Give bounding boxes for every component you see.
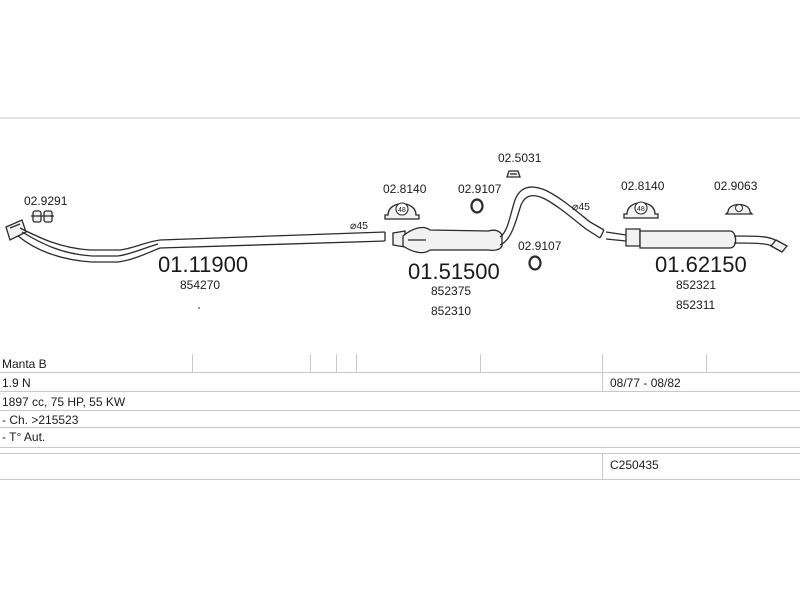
front-downpipe-mid bbox=[21, 231, 159, 257]
rear-body bbox=[639, 230, 737, 249]
rear-tail-tip bbox=[769, 239, 789, 253]
rear-clamp-label: 02.9063 bbox=[714, 179, 758, 193]
diameter-label-right: ⌀45 bbox=[572, 201, 590, 213]
row-spacer bbox=[0, 448, 800, 454]
middle-outlet-end bbox=[599, 229, 605, 239]
middle-clamp-b[interactable] bbox=[528, 255, 542, 271]
front-pipe-sub-number: 854270 bbox=[180, 278, 220, 292]
middle-body bbox=[402, 226, 503, 254]
rear-part-number: 01.62150 bbox=[655, 252, 747, 277]
row-model: Manta B bbox=[0, 354, 800, 373]
rear-sub-number-1: 852321 bbox=[676, 278, 716, 292]
row-separator bbox=[480, 354, 481, 372]
rear-hanger-circle bbox=[634, 201, 648, 215]
middle-clamp-b-ring bbox=[528, 255, 542, 271]
middle-clamp-a[interactable] bbox=[470, 198, 484, 214]
middle-sub-number-1: 852375 bbox=[431, 284, 471, 298]
middle-part-number: 01.51500 bbox=[408, 259, 500, 284]
row-separator bbox=[602, 354, 603, 372]
row-engine: 1.9 N 08/77 - 08/82 bbox=[0, 373, 800, 392]
rear-hanger-label: 02.8140 bbox=[621, 179, 665, 193]
middle-outlet-pipe-2 bbox=[499, 194, 601, 246]
row-chassis: - Ch. >215523 bbox=[0, 411, 800, 428]
middle-hanger-label: 02.8140 bbox=[383, 182, 427, 196]
middle-clamp-b-label: 02.9107 bbox=[518, 239, 562, 253]
row-separator bbox=[336, 354, 337, 372]
middle-hanger-top[interactable] bbox=[506, 170, 521, 178]
exhaust-diagram: 02.9291 01.11900 854270 ⌀45 01.51500 852… bbox=[0, 117, 800, 318]
middle-hanger-code: 48 bbox=[398, 207, 406, 214]
rear-silencer[interactable] bbox=[605, 228, 789, 253]
row-catalog: C250435 bbox=[0, 454, 800, 480]
model-value: Manta B bbox=[2, 357, 47, 371]
rear-inlet bbox=[605, 231, 627, 242]
rear-sub-number-2: 852311 bbox=[676, 298, 715, 312]
years-value: 08/77 - 08/82 bbox=[610, 376, 681, 390]
row-transmission: - T° Aut. bbox=[0, 428, 800, 448]
engine-value: 1.9 N bbox=[2, 376, 31, 390]
middle-silencer[interactable] bbox=[392, 186, 605, 254]
diameter-label-left: ⌀45 bbox=[350, 220, 368, 232]
row-separator bbox=[310, 354, 311, 372]
chassis-value: - Ch. >215523 bbox=[2, 413, 79, 427]
vehicle-info-table: Manta B 1.9 N 08/77 - 08/82 1897 cc, 75 … bbox=[0, 354, 800, 480]
row-separator bbox=[356, 354, 357, 372]
rear-hanger[interactable]: 48 bbox=[623, 201, 659, 219]
specs-value: 1897 cc, 75 HP, 55 KW bbox=[2, 395, 126, 409]
middle-sub-number-2: 852310 bbox=[431, 304, 471, 318]
front-clamp[interactable] bbox=[31, 210, 54, 223]
front-downpipe-lower bbox=[17, 235, 386, 263]
middle-outlet-pipe bbox=[499, 186, 605, 238]
front-downpipe-upper bbox=[19, 227, 386, 251]
row-separator bbox=[192, 354, 193, 372]
middle-hanger-circle bbox=[395, 202, 409, 216]
row-separator bbox=[706, 354, 707, 372]
row-specs: 1897 cc, 75 HP, 55 KW bbox=[0, 392, 800, 411]
middle-clamp-a-ring bbox=[470, 198, 484, 214]
rear-inlet-clamp bbox=[625, 228, 641, 247]
rear-hanger-code: 48 bbox=[637, 206, 645, 213]
middle-clamp-a-label: 02.9107 bbox=[458, 182, 502, 196]
front-pipe[interactable] bbox=[5, 219, 386, 263]
row-separator bbox=[602, 373, 603, 391]
middle-hanger-top-label: 02.5031 bbox=[498, 151, 542, 165]
front-clamp-label: 02.9291 bbox=[24, 194, 68, 208]
front-flange-inner bbox=[9, 223, 21, 229]
row-separator bbox=[602, 454, 603, 479]
middle-hanger[interactable]: 48 bbox=[384, 202, 420, 220]
front-pipe-part-number: 01.11900 bbox=[158, 252, 248, 277]
rear-clamp[interactable] bbox=[724, 203, 754, 215]
front-flange bbox=[5, 219, 27, 241]
rear-clamp-circle bbox=[735, 204, 743, 212]
stray-dot bbox=[198, 307, 200, 309]
transmission-value: - T° Aut. bbox=[2, 430, 46, 444]
catalog-code-value: C250435 bbox=[610, 458, 659, 472]
